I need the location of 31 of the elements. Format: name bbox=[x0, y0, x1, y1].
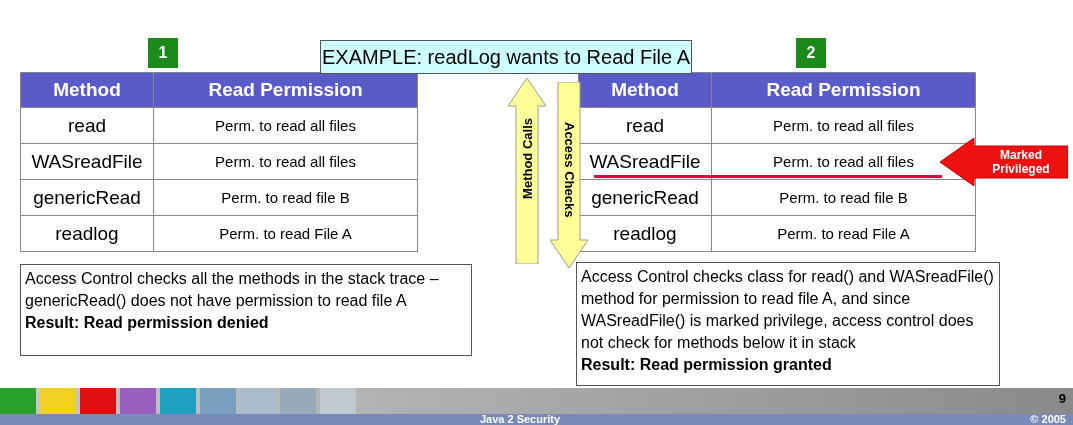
description-text: Access Control checks all the methods in the stack trace – genericRead() does not have permission to read file A bbox=[25, 269, 440, 311]
footer-text: © 2005 bbox=[1029, 413, 1066, 425]
result-text: Result: Read permission granted bbox=[581, 355, 833, 375]
direction-banner bbox=[550, 82, 588, 268]
method-cell: readlog bbox=[20, 215, 154, 252]
arrow-label: Marked Privileged bbox=[991, 148, 1051, 176]
direction-banner bbox=[940, 138, 1068, 186]
permission-cell: Perm. to read all files bbox=[153, 143, 418, 180]
column-header: Method bbox=[578, 72, 712, 108]
method-cell: read bbox=[20, 107, 154, 144]
permission-cell: Perm. to read File A bbox=[711, 215, 976, 252]
column-header: Method bbox=[20, 72, 154, 108]
footer-text: Java 2 Security bbox=[478, 413, 562, 425]
arrow-label: Access Checks bbox=[562, 122, 577, 218]
text-box bbox=[576, 262, 1000, 386]
result-text: Result: Read permission denied bbox=[25, 313, 270, 333]
direction-banner bbox=[508, 78, 546, 264]
permission-cell: Perm. to read file B bbox=[153, 179, 418, 216]
column-header: Read Permission bbox=[153, 72, 418, 108]
step-number: 2 bbox=[796, 38, 826, 68]
arrow-label: Method Calls bbox=[520, 118, 535, 199]
title-box: EXAMPLE: readLog wants to Read File A bbox=[320, 40, 692, 74]
page-number: 9 bbox=[1057, 391, 1066, 406]
column-header: Read Permission bbox=[711, 72, 976, 108]
permission-cell: Perm. to read File A bbox=[153, 215, 418, 252]
text-box bbox=[20, 264, 472, 356]
step-number: 1 bbox=[148, 38, 178, 68]
method-cell: WASreadFile bbox=[20, 143, 154, 180]
permission-cell: Perm. to read all files bbox=[153, 107, 418, 144]
method-cell: genericRead bbox=[20, 179, 154, 216]
description-text: Access Control checks class for read() and WASreadFile() method for permission to read file A, and since WASreadFile() is marked privilege, access control does not check for methods below it in stack bbox=[581, 267, 995, 353]
